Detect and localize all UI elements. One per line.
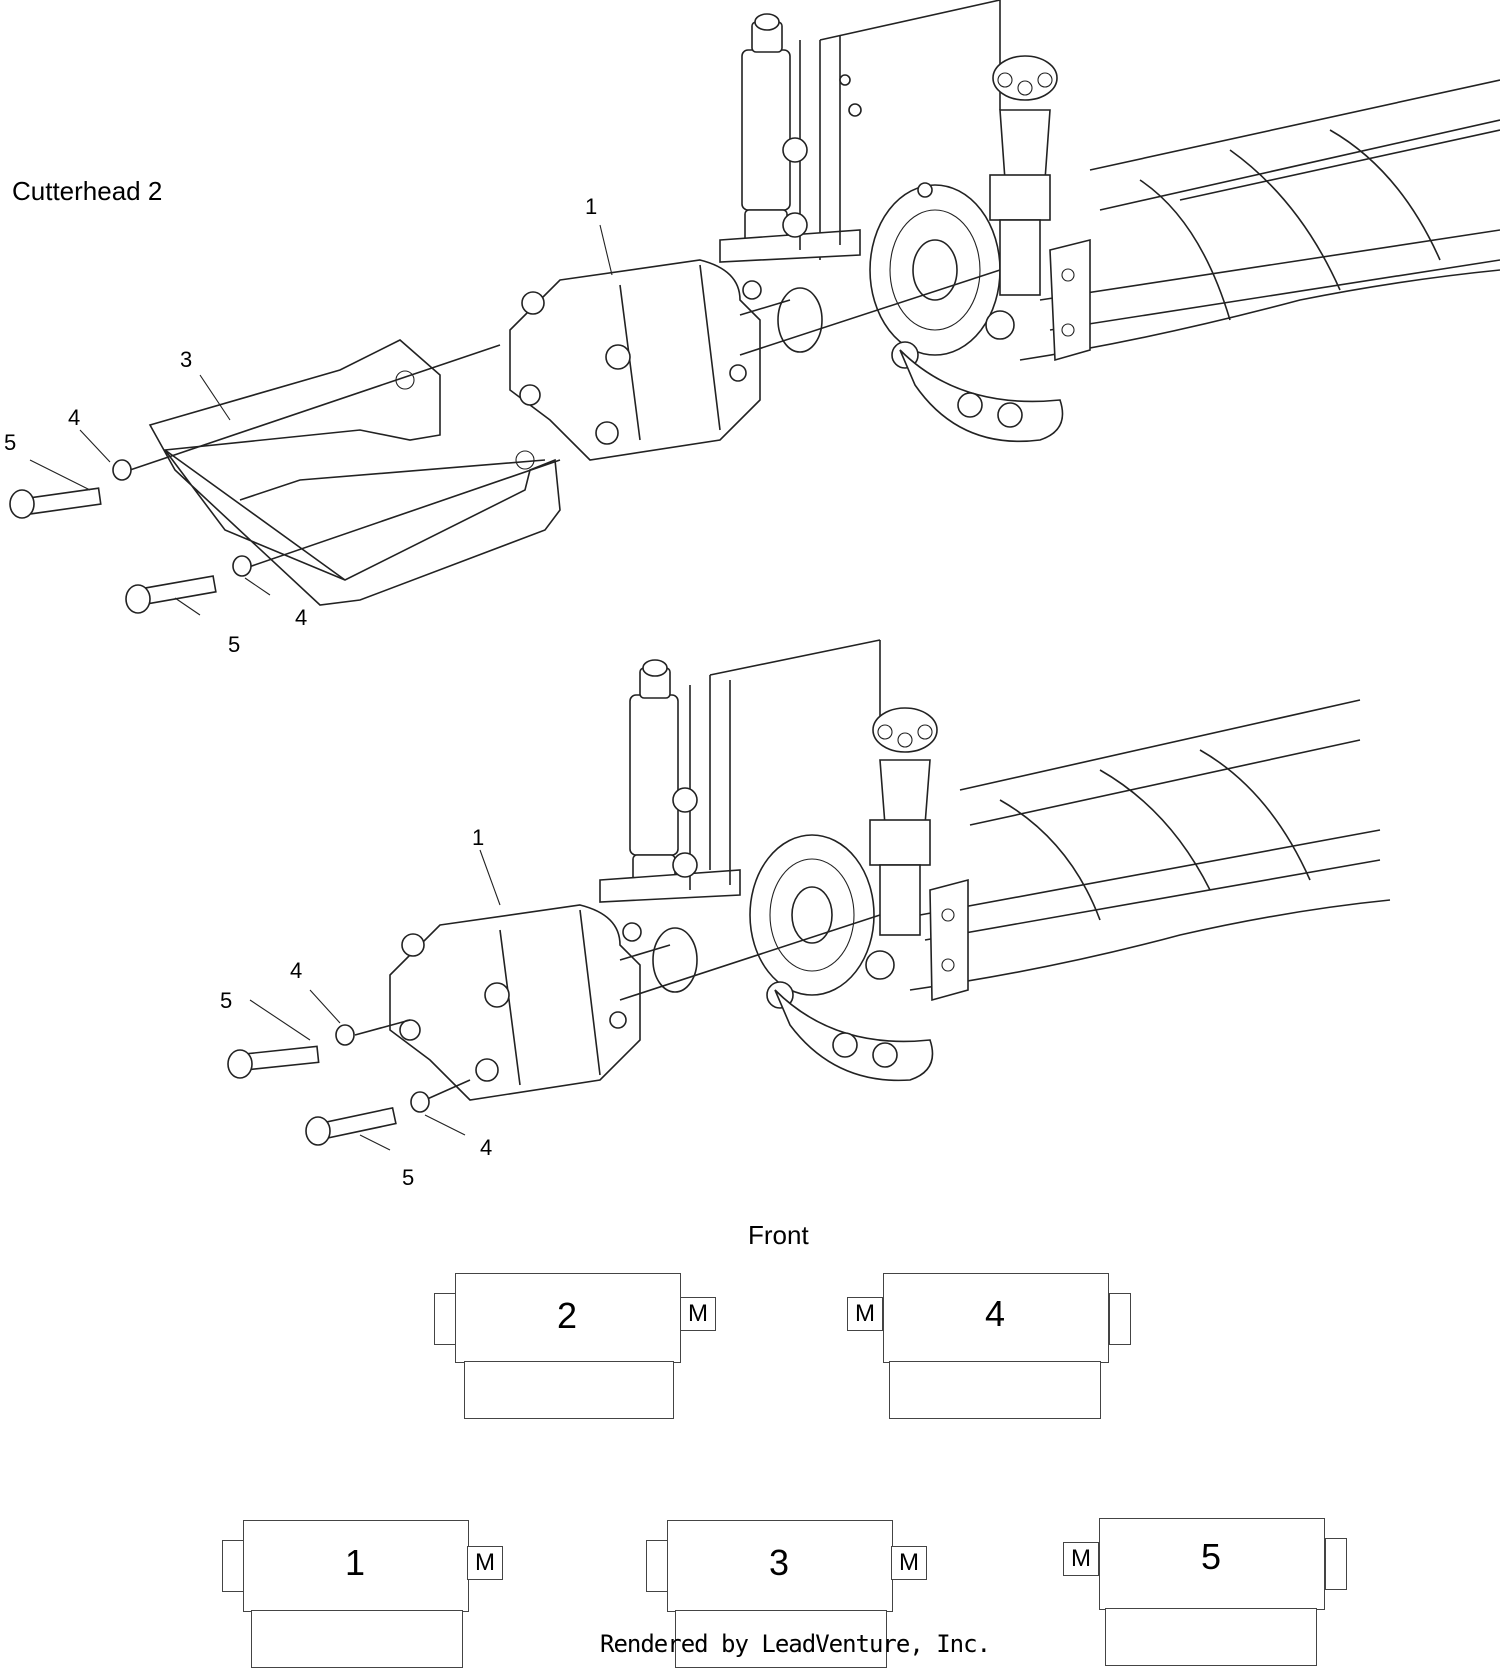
unit-endcap: [1109, 1293, 1131, 1345]
unit-body: [455, 1273, 681, 1363]
upper-assembly: [9, 0, 1500, 616]
lower-assembly: [227, 639, 1391, 1151]
unit-endcap: [646, 1540, 668, 1592]
unit-roller: [1105, 1608, 1317, 1666]
unit-body: [243, 1520, 469, 1612]
render-credit: Rendered by LeadVenture, Inc.: [600, 1630, 991, 1658]
callout-5-upper-a: 5: [4, 430, 17, 455]
unit-roller: [675, 1610, 887, 1668]
unit-body: [1099, 1518, 1325, 1610]
callout-4-upper-b: 4: [295, 605, 308, 630]
callout-4-lower-a: 4: [290, 958, 303, 983]
motor-marker: M: [847, 1297, 883, 1331]
unit-endcap: [1325, 1538, 1347, 1590]
unit-number: 1: [344, 1542, 366, 1583]
callout-3-upper: 3: [180, 347, 193, 372]
unit-body: [883, 1273, 1109, 1363]
motor-marker: M: [680, 1297, 716, 1331]
unit-body: [667, 1520, 893, 1612]
unit-number: 5: [1200, 1536, 1222, 1577]
unit-roller: [889, 1361, 1101, 1419]
motor-marker: M: [891, 1546, 927, 1580]
unit-roller: [251, 1610, 463, 1668]
motor-marker: M: [1063, 1542, 1099, 1576]
unit-roller: [464, 1361, 674, 1419]
motor-marker: M: [467, 1546, 503, 1580]
callout-5-upper-b: 5: [228, 632, 241, 657]
unit-endcap: [222, 1540, 244, 1592]
callout-4-upper-a: 4: [68, 405, 81, 430]
unit-number: 3: [768, 1542, 790, 1583]
callout-5-lower-b: 5: [402, 1165, 415, 1190]
unit-endcap: [434, 1293, 456, 1345]
unit-number: 4: [984, 1293, 1006, 1334]
callout-1-lower: 1: [472, 825, 485, 850]
page-title: Cutterhead 2: [12, 176, 163, 206]
callout-1-upper: 1: [585, 194, 598, 219]
unit-number: 2: [556, 1295, 578, 1336]
callout-5-lower-a: 5: [220, 988, 233, 1013]
front-label: Front: [748, 1220, 809, 1250]
callout-4-lower-b: 4: [480, 1135, 493, 1160]
